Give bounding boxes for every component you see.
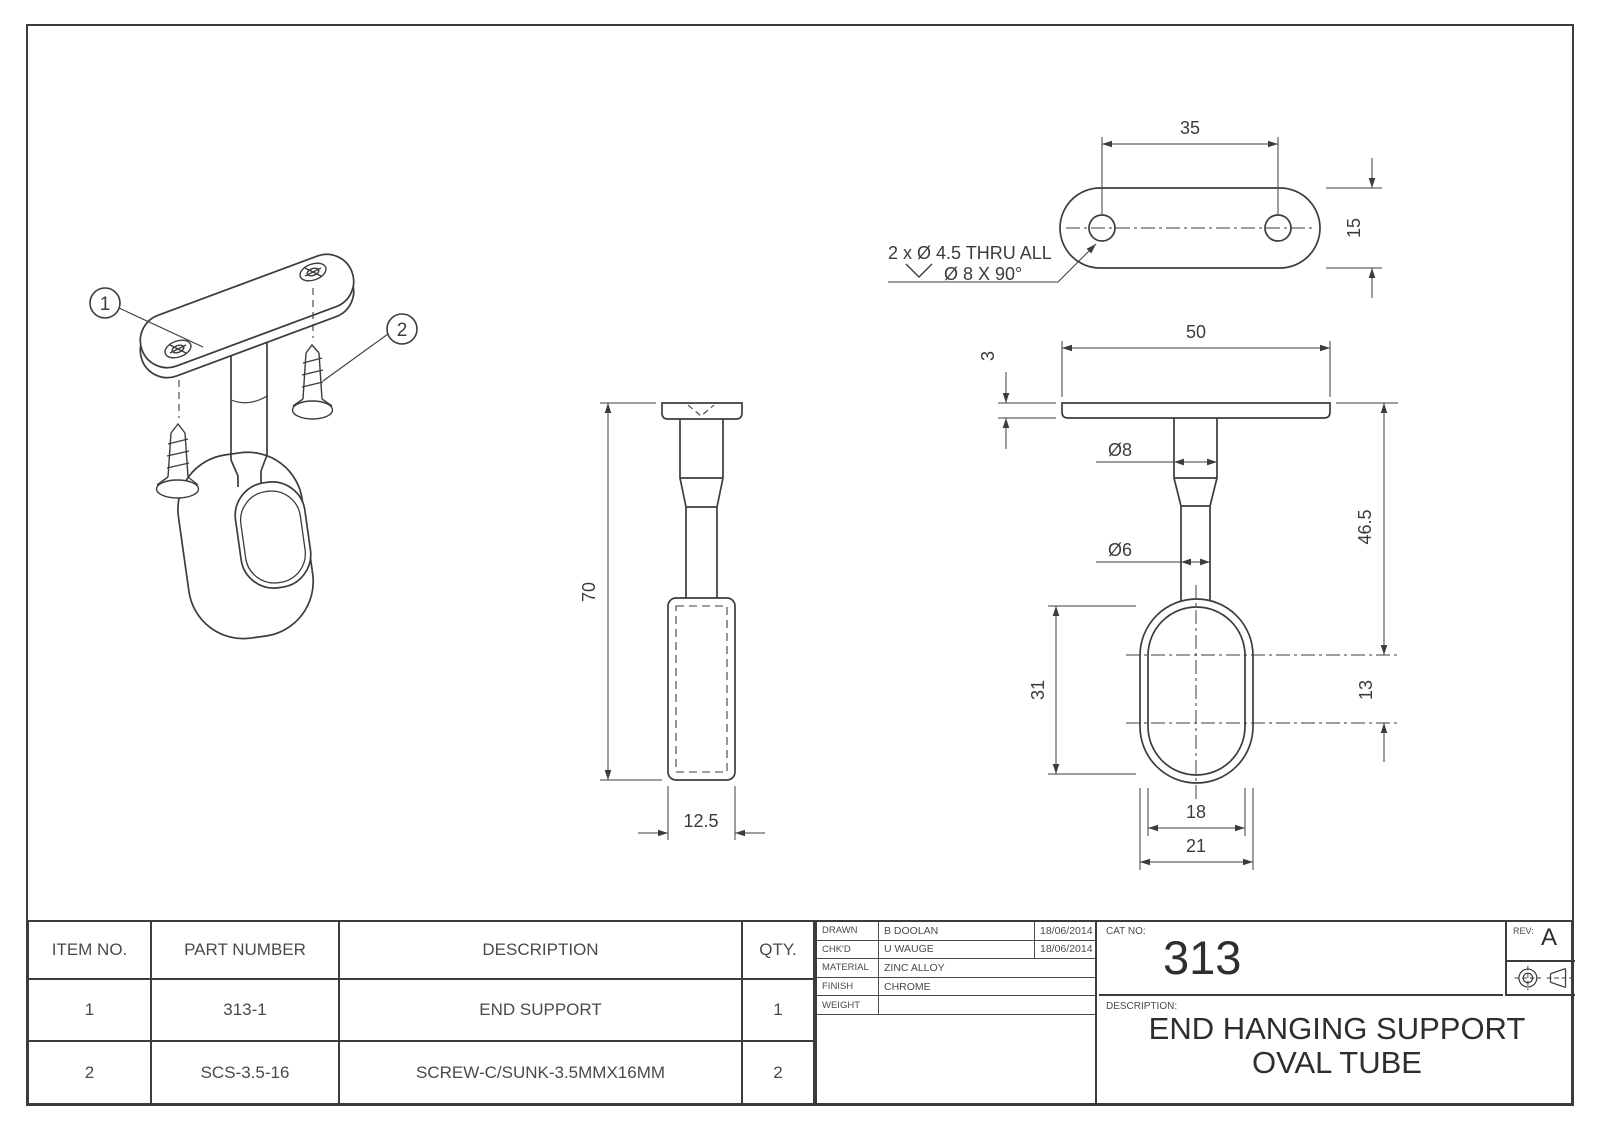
dim-18-text: 18 [1186, 802, 1206, 822]
dim-35-text: 35 [1180, 118, 1200, 138]
side-view-stem [679, 419, 724, 598]
description-label: DESCRIPTION: [1106, 1001, 1178, 1012]
drawn-label: DRAWN [817, 922, 879, 941]
dim-13-text: 13 [1356, 680, 1376, 700]
bom-header-description: DESCRIPTION [340, 922, 743, 980]
projection-symbol-cell [1505, 962, 1575, 996]
bom-header-qty: QTY. [743, 922, 813, 980]
side-view-hidden-bore [675, 605, 728, 773]
chkd-name: U WAUGE [879, 940, 1035, 960]
dim-18 [1147, 788, 1246, 836]
dim-21 [1139, 788, 1254, 870]
top-view: 35 15 2 x Ø 4.5 THRU ALL Ø 8 X 90° [888, 118, 1382, 298]
bom-row1-item: 1 [29, 980, 152, 1042]
dim-50-text: 50 [1186, 322, 1206, 342]
hole-note-line1: 2 x Ø 4.5 THRU ALL [888, 243, 1052, 263]
finish-label: FINISH [817, 977, 879, 997]
dim-70-text: 70 [579, 582, 599, 602]
dim-dia6 [1096, 558, 1210, 566]
iso-plate [139, 253, 355, 379]
dim-21-text: 21 [1186, 836, 1206, 856]
drawn-date: 18/06/2014 [1035, 922, 1095, 941]
finish-value: CHROME [879, 978, 1095, 997]
iso-hole-right [299, 262, 327, 282]
side-view: 70 12.5 [579, 402, 765, 840]
dim-dia8-text: Ø8 [1108, 440, 1132, 460]
side-view-countersink-hidden [687, 404, 715, 417]
title-block: DRAWN B DOOLAN 18/06/2014 CHK'D U WAUGE … [815, 920, 1575, 1107]
material-value: ZINC ALLOY [879, 959, 1095, 978]
balloon-1 [89, 287, 204, 348]
cat-no-cell: CAT NO: 313 [1099, 922, 1503, 996]
front-view-plate [1061, 402, 1331, 419]
top-view-hole-left [1088, 214, 1116, 242]
dim-dia6-text: Ø6 [1108, 540, 1132, 560]
dim-15-text: 15 [1344, 218, 1364, 238]
iso-screw-right [291, 343, 334, 420]
sheet-border [26, 24, 1574, 1106]
iso-hole-left [164, 339, 192, 359]
bom-row2-part: SCS-3.5-16 [152, 1042, 340, 1103]
isometric-view: 1 2 [89, 253, 418, 640]
dim-70 [600, 402, 662, 781]
bom-row2-item: 2 [29, 1042, 152, 1103]
dim-3-text: 3 [978, 351, 998, 361]
front-view-ring-inner [1147, 606, 1246, 776]
rev-value: A [1541, 924, 1558, 951]
cat-no-value: 313 [1163, 931, 1242, 984]
dim-35 [1101, 137, 1279, 214]
bom-row2-desc: SCREW-C/SUNK-3.5MMX16MM [340, 1042, 743, 1103]
drawn-name: B DOOLAN [879, 922, 1035, 941]
bom-header-part-number: PART NUMBER [152, 922, 340, 980]
iso-ring [177, 451, 315, 640]
front-view-centerlines [1126, 585, 1398, 800]
bom-row1-desc: END SUPPORT [340, 980, 743, 1042]
hole-note-line2: Ø 8 X 90° [944, 264, 1022, 284]
rev-cell: REV: A [1505, 922, 1575, 962]
dim-50 [1061, 341, 1331, 397]
balloon-2 [322, 313, 418, 382]
description-line1: END HANGING SUPPORT [1148, 1011, 1526, 1046]
material-label: MATERIAL [817, 959, 879, 978]
top-view-plate [1059, 187, 1321, 269]
dim-12-5-text: 12.5 [683, 811, 718, 831]
dim-31 [1048, 605, 1136, 775]
cat-no-label: CAT NO: [1106, 926, 1146, 937]
bom-row1-part: 313-1 [152, 980, 340, 1042]
description-cell: DESCRIPTION: END HANGING SUPPORT OVAL TU… [1099, 998, 1575, 1107]
front-view: 50 3 Ø8 Ø6 31 [978, 322, 1398, 870]
weight-label: WEIGHT [817, 996, 879, 1015]
description-line2: OVAL TUBE [1252, 1045, 1422, 1080]
side-view-body [667, 597, 736, 781]
dim-dia8 [1096, 458, 1217, 466]
side-view-head [661, 402, 743, 420]
balloon-1-number: 1 [100, 294, 111, 315]
hole-note-leader [888, 243, 1097, 283]
dim-3 [998, 372, 1056, 449]
iso-dashed-lines [178, 288, 314, 418]
weight-value [879, 996, 1095, 1015]
dim-12-5 [638, 786, 765, 840]
dim-46-5 [1336, 402, 1398, 655]
bom-header-item-no: ITEM NO. [29, 922, 152, 980]
title-block-info: DRAWN B DOOLAN 18/06/2014 CHK'D U WAUGE … [817, 922, 1097, 1103]
chkd-date: 18/06/2014 [1035, 941, 1095, 960]
iso-stem [230, 340, 268, 487]
front-view-stem [1173, 418, 1218, 601]
dim-46-5-text: 46.5 [1355, 509, 1375, 544]
balloon-2-number: 2 [397, 320, 408, 341]
iso-screw-left [155, 422, 200, 499]
bom-row2-qty: 2 [773, 1062, 783, 1082]
chkd-label: CHK'D [817, 940, 879, 960]
bom-table: ITEM NO. PART NUMBER DESCRIPTION QTY. 1 … [27, 920, 815, 1105]
dim-31-text: 31 [1028, 680, 1048, 700]
dim-15 [1326, 158, 1382, 298]
rev-label: REV: [1513, 926, 1534, 936]
bom-row1-qty: 1 [743, 980, 813, 1042]
third-angle-projection-icon [1514, 965, 1572, 991]
